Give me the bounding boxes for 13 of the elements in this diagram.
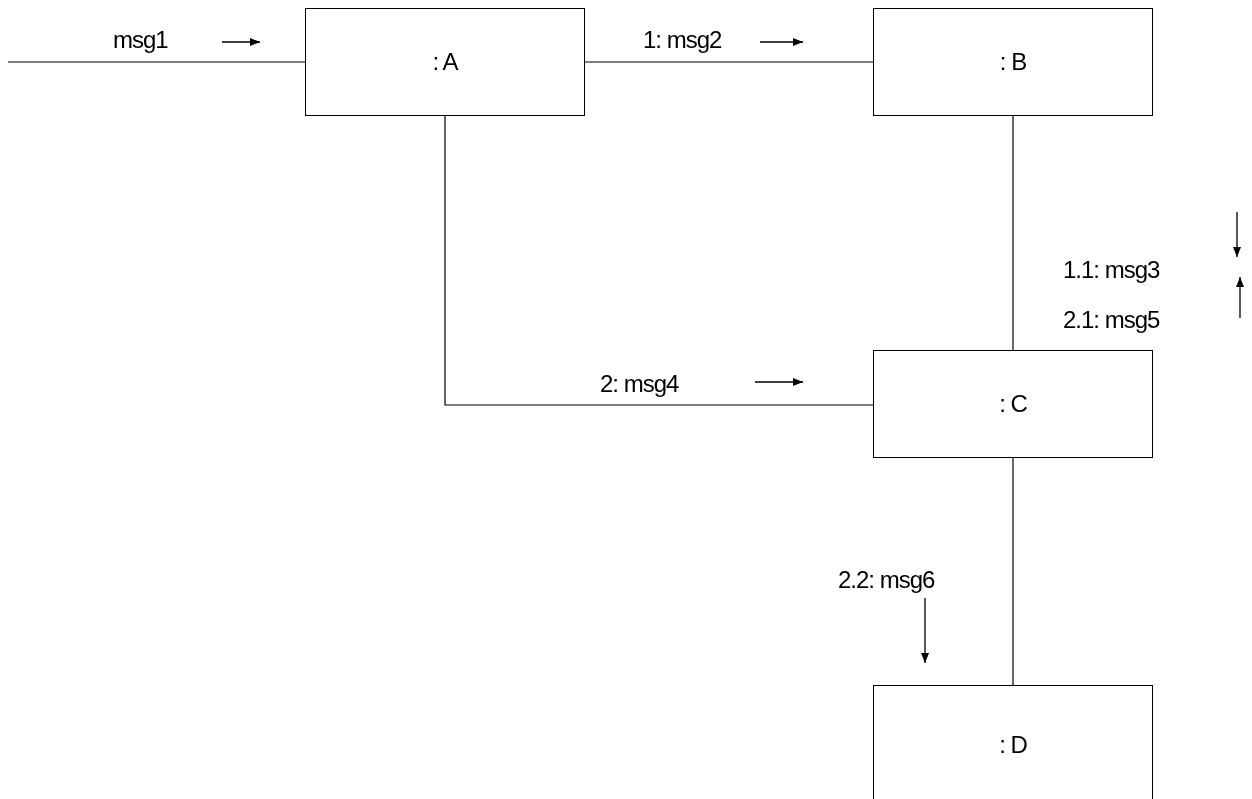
connector-line xyxy=(444,115,874,406)
connector-line xyxy=(7,61,306,63)
object-name: : D xyxy=(999,730,1027,760)
object-box xyxy=(873,8,1153,116)
object-box xyxy=(873,350,1153,458)
object-name: : C xyxy=(999,389,1027,419)
object-name: : A xyxy=(432,47,458,77)
connector-line xyxy=(1012,115,1014,351)
connector-line xyxy=(1012,457,1014,686)
object-name: : B xyxy=(999,47,1027,77)
object-box xyxy=(305,8,585,116)
connector-line xyxy=(584,61,874,63)
object-box xyxy=(873,685,1153,799)
